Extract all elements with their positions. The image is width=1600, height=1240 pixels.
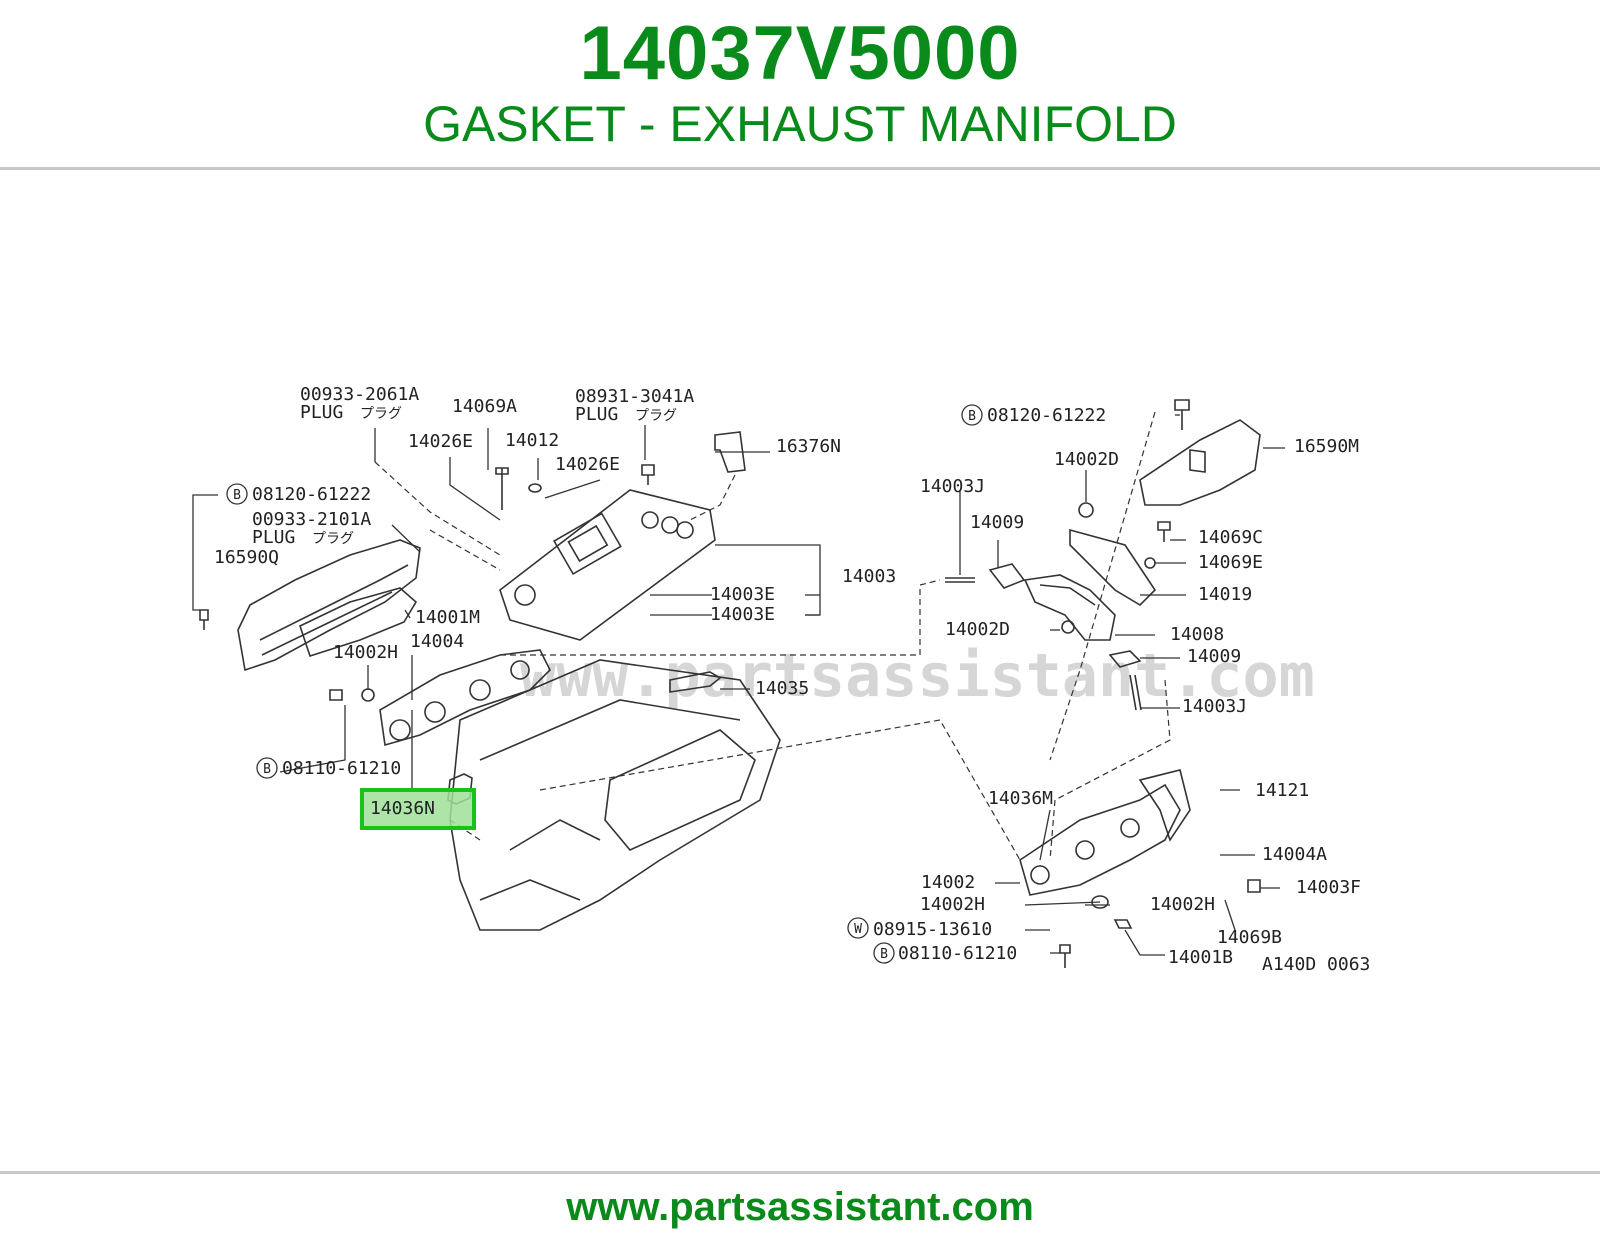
nut-14003F bbox=[1247, 879, 1261, 893]
letter-b1: B bbox=[233, 488, 241, 503]
footer-divider bbox=[0, 1171, 1600, 1174]
watermark: www.partsassistant.com bbox=[520, 641, 1315, 711]
callout-08931-3041A[interactable]: 08931-3041A bbox=[575, 386, 694, 407]
callout-00933-2061A[interactable]: 00933-2061A bbox=[300, 384, 419, 405]
callout-14001M[interactable]: 14001M bbox=[415, 607, 480, 628]
bracket-16376N bbox=[714, 431, 746, 473]
callout-14026E-b[interactable]: 14026E bbox=[555, 454, 620, 475]
header-divider bbox=[0, 167, 1600, 170]
circle-letter-b2 bbox=[256, 757, 278, 779]
collector-flange bbox=[553, 512, 622, 576]
washer-14012 bbox=[528, 483, 542, 493]
callout-14004[interactable]: 14004 bbox=[410, 631, 464, 652]
callout-16376N[interactable]: 16376N bbox=[776, 436, 841, 457]
callout-14069C[interactable]: 14069C bbox=[1198, 527, 1263, 548]
bolt-08120-right bbox=[1174, 399, 1190, 430]
letter-b4: B bbox=[880, 947, 888, 962]
callout-14069B[interactable]: 14069B bbox=[1217, 927, 1282, 948]
highlight-14036N[interactable] bbox=[360, 788, 476, 830]
callout-14003F[interactable]: 14003F bbox=[1296, 877, 1361, 898]
bolt-14069A bbox=[495, 467, 509, 510]
plug-label-1: PLUG bbox=[300, 402, 343, 423]
callout-14003J-b[interactable]: 14003J bbox=[1182, 696, 1247, 717]
callout-14012[interactable]: 14012 bbox=[505, 430, 559, 451]
callout-08110-61210-b[interactable]: 08110-61210 bbox=[898, 943, 1017, 964]
callout-14003[interactable]: 14003 bbox=[842, 566, 896, 587]
bolt-08120-left bbox=[199, 609, 209, 630]
callout-14019[interactable]: 14019 bbox=[1198, 584, 1252, 605]
site-url[interactable]: www.partsassistant.com bbox=[566, 1185, 1034, 1229]
circle-letter-b4 bbox=[873, 942, 895, 964]
heat-insulator-14019 bbox=[1069, 528, 1157, 607]
gasket-14009-upper bbox=[988, 563, 1026, 589]
plug-jp-2: プラグ bbox=[635, 408, 677, 424]
callout-14003E-b[interactable]: 14003E bbox=[710, 604, 775, 625]
callout-14002H-c[interactable]: 14002H bbox=[1150, 894, 1215, 915]
circle-letter-b1 bbox=[226, 483, 248, 505]
part-number: 14037V5000 bbox=[579, 11, 1021, 96]
callout-14036M[interactable]: 14036M bbox=[988, 788, 1053, 809]
stud-14003J-lower bbox=[1129, 674, 1142, 711]
callout-14002D-b[interactable]: 14002D bbox=[945, 619, 1010, 640]
plug-08931 bbox=[641, 464, 655, 485]
plug-label-3: PLUG bbox=[252, 527, 295, 548]
part-title: GASKET - EXHAUST MANIFOLD bbox=[423, 96, 1177, 152]
callout-00933-2101A[interactable]: 00933-2101A bbox=[252, 509, 371, 530]
washer-14002D-lower bbox=[1061, 620, 1075, 634]
stud-14003J bbox=[945, 577, 975, 583]
manifold-cover-left bbox=[299, 587, 418, 658]
callout-08110-61210-a[interactable]: 08110-61210 bbox=[282, 758, 401, 779]
bolt-08110-right bbox=[1059, 944, 1071, 968]
callout-14001B[interactable]: 14001B bbox=[1168, 947, 1233, 968]
callout-14026E-a[interactable]: 14026E bbox=[408, 431, 473, 452]
washer-14069E bbox=[1144, 557, 1156, 569]
callout-14008[interactable]: 14008 bbox=[1170, 624, 1224, 645]
plug-jp-1: プラグ bbox=[360, 406, 402, 422]
letter-b3: B bbox=[968, 409, 976, 424]
callout-14036N[interactable]: 14036N bbox=[370, 798, 435, 819]
callout-14004A[interactable]: 14004A bbox=[1262, 844, 1327, 865]
letter-b2: B bbox=[263, 762, 271, 777]
circle-letter-b3 bbox=[961, 404, 983, 426]
plug-label-2: PLUG bbox=[575, 404, 618, 425]
callout-08120-61222-b[interactable]: 08120-61222 bbox=[987, 405, 1106, 426]
heat-shield-left bbox=[237, 539, 421, 672]
callout-08120-61222-a[interactable]: 08120-61222 bbox=[252, 484, 371, 505]
bolt-08110-left bbox=[329, 689, 343, 701]
callout-14121[interactable]: 14121 bbox=[1255, 780, 1309, 801]
callout-16590M[interactable]: 16590M bbox=[1294, 436, 1359, 457]
plug-jp-3: プラグ bbox=[312, 531, 354, 547]
heat-shield-right bbox=[1139, 419, 1261, 506]
bracket-14121 bbox=[1138, 769, 1191, 842]
parts-diagram: www.partsassistant.com bbox=[192, 384, 1370, 975]
callout-14035[interactable]: 14035 bbox=[755, 678, 809, 699]
bolt-14069C bbox=[1157, 521, 1171, 542]
exhaust-tube-14008 bbox=[1023, 574, 1116, 641]
gasket-14009-lower bbox=[1108, 650, 1142, 668]
page-header: 14037V5000 GASKET - EXHAUST MANIFOLD bbox=[0, 0, 1600, 169]
figure-code: A140D 0063 bbox=[1262, 954, 1370, 975]
exhaust-manifold-right bbox=[1019, 783, 1181, 896]
gasket-14035 bbox=[669, 671, 722, 693]
circle-letter-w1 bbox=[847, 917, 869, 939]
callout-14002D-a[interactable]: 14002D bbox=[1054, 449, 1119, 470]
callout-14002H-b[interactable]: 14002H bbox=[920, 894, 985, 915]
callout-14009-b[interactable]: 14009 bbox=[1187, 646, 1241, 667]
callout-14002H-a[interactable]: 14002H bbox=[333, 642, 398, 663]
callout-14069E[interactable]: 14069E bbox=[1198, 552, 1263, 573]
bolt-14001B bbox=[1113, 919, 1133, 929]
intake-collector bbox=[499, 489, 716, 641]
callout-14003E-a[interactable]: 14003E bbox=[710, 584, 775, 605]
callout-14009-a[interactable]: 14009 bbox=[970, 512, 1024, 533]
callout-16590Q[interactable]: 16590Q bbox=[214, 547, 279, 568]
callout-08915-13610[interactable]: 08915-13610 bbox=[873, 919, 992, 940]
letter-w1: W bbox=[854, 922, 862, 937]
washer-14002D bbox=[1078, 502, 1094, 518]
callout-14003J-a[interactable]: 14003J bbox=[920, 476, 985, 497]
callout-14069A[interactable]: 14069A bbox=[452, 396, 517, 417]
callout-14002[interactable]: 14002 bbox=[921, 872, 975, 893]
washer-14002H-left bbox=[361, 688, 375, 702]
